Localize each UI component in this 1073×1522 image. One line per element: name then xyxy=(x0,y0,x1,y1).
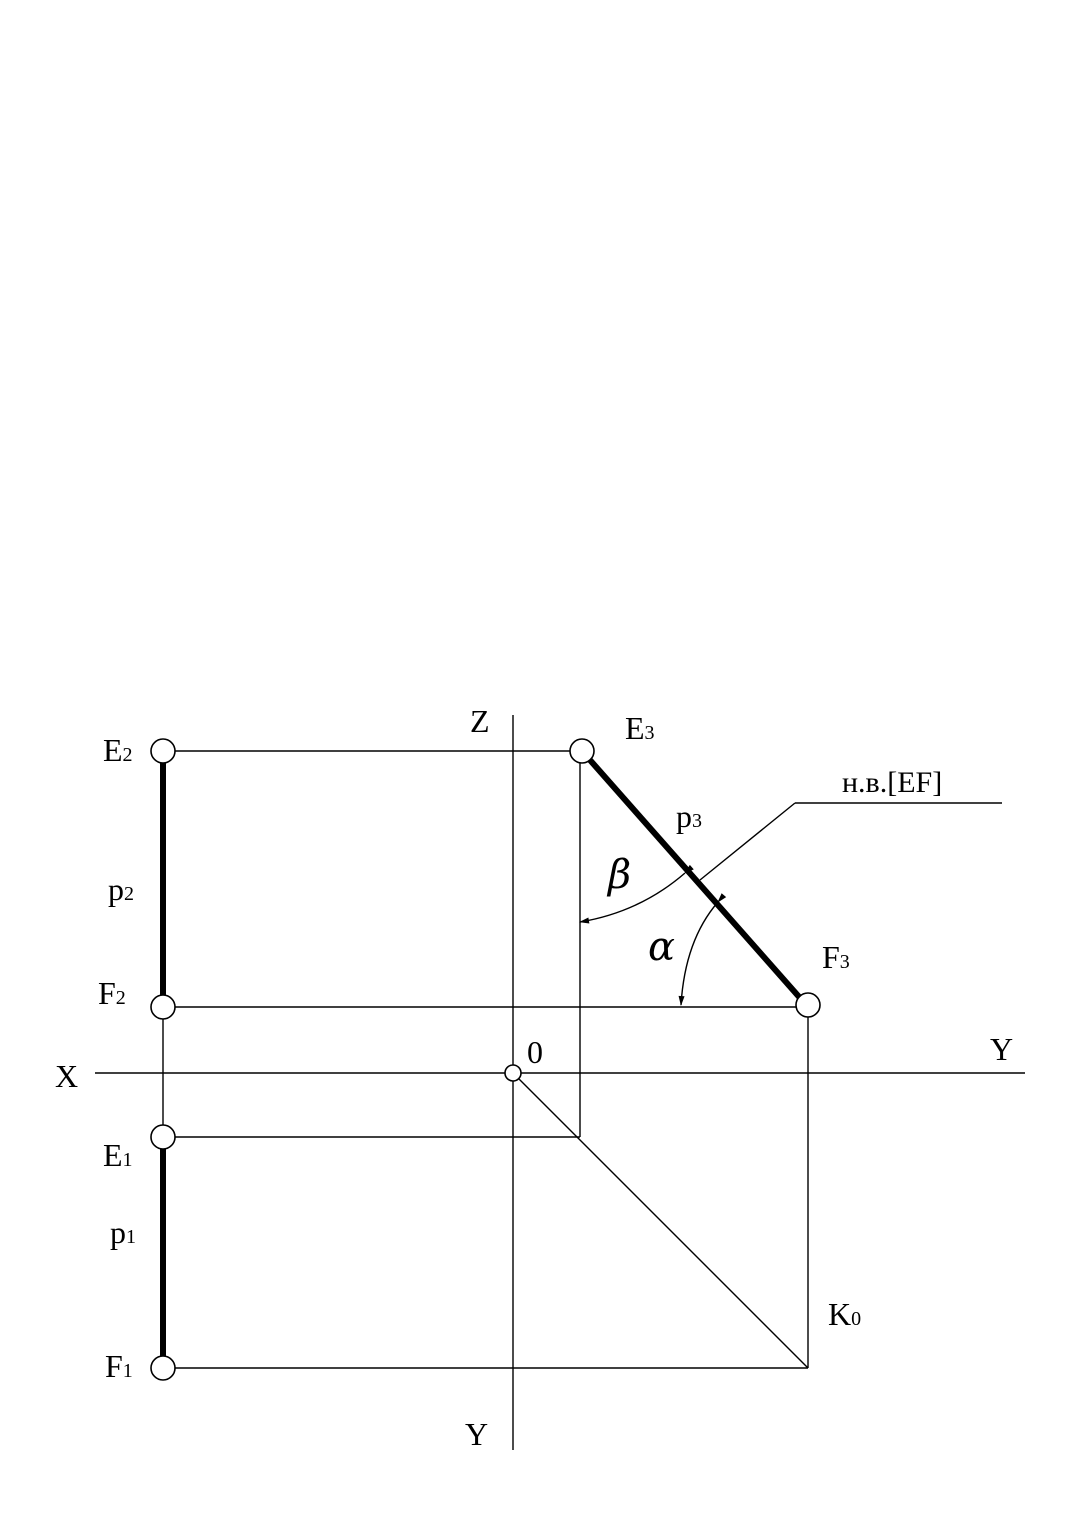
label-p3: p3 xyxy=(676,798,702,834)
label-e3: E3 xyxy=(625,710,655,746)
label-k0: K0 xyxy=(828,1296,861,1332)
label-p2: p2 xyxy=(108,871,134,907)
label-f1: F1 xyxy=(105,1348,133,1384)
angle-label-alpha: α xyxy=(648,924,675,970)
beta-angle-arc xyxy=(579,864,694,924)
label-p1: p1 xyxy=(110,1214,136,1250)
alpha-angle-arc xyxy=(678,893,727,1006)
angle-label-beta: β xyxy=(606,852,631,898)
point-e3 xyxy=(569,738,595,764)
point-origin xyxy=(504,1064,522,1082)
leader-line-true-length xyxy=(699,802,796,881)
label-f3: F3 xyxy=(822,939,850,975)
point-e2 xyxy=(150,738,176,764)
origin-label: 0 xyxy=(527,1034,543,1070)
label-e1: E1 xyxy=(103,1137,133,1173)
point-e1 xyxy=(150,1124,176,1150)
segment-p3 xyxy=(579,749,811,1009)
axis-label-x: X xyxy=(55,1058,78,1094)
point-f3 xyxy=(795,992,821,1018)
point-f2 xyxy=(150,994,176,1020)
label-f2: F2 xyxy=(98,975,126,1011)
axis-label-z: Z xyxy=(470,703,490,739)
label-e2: E2 xyxy=(103,732,133,768)
true-length-label: н.в.[EF] xyxy=(842,766,942,799)
point-f1 xyxy=(150,1355,176,1381)
constant-line-45deg xyxy=(512,1072,809,1369)
axis-label-y-vertical: Y xyxy=(465,1416,488,1452)
axis-label-y-horizontal: Y xyxy=(990,1031,1013,1067)
